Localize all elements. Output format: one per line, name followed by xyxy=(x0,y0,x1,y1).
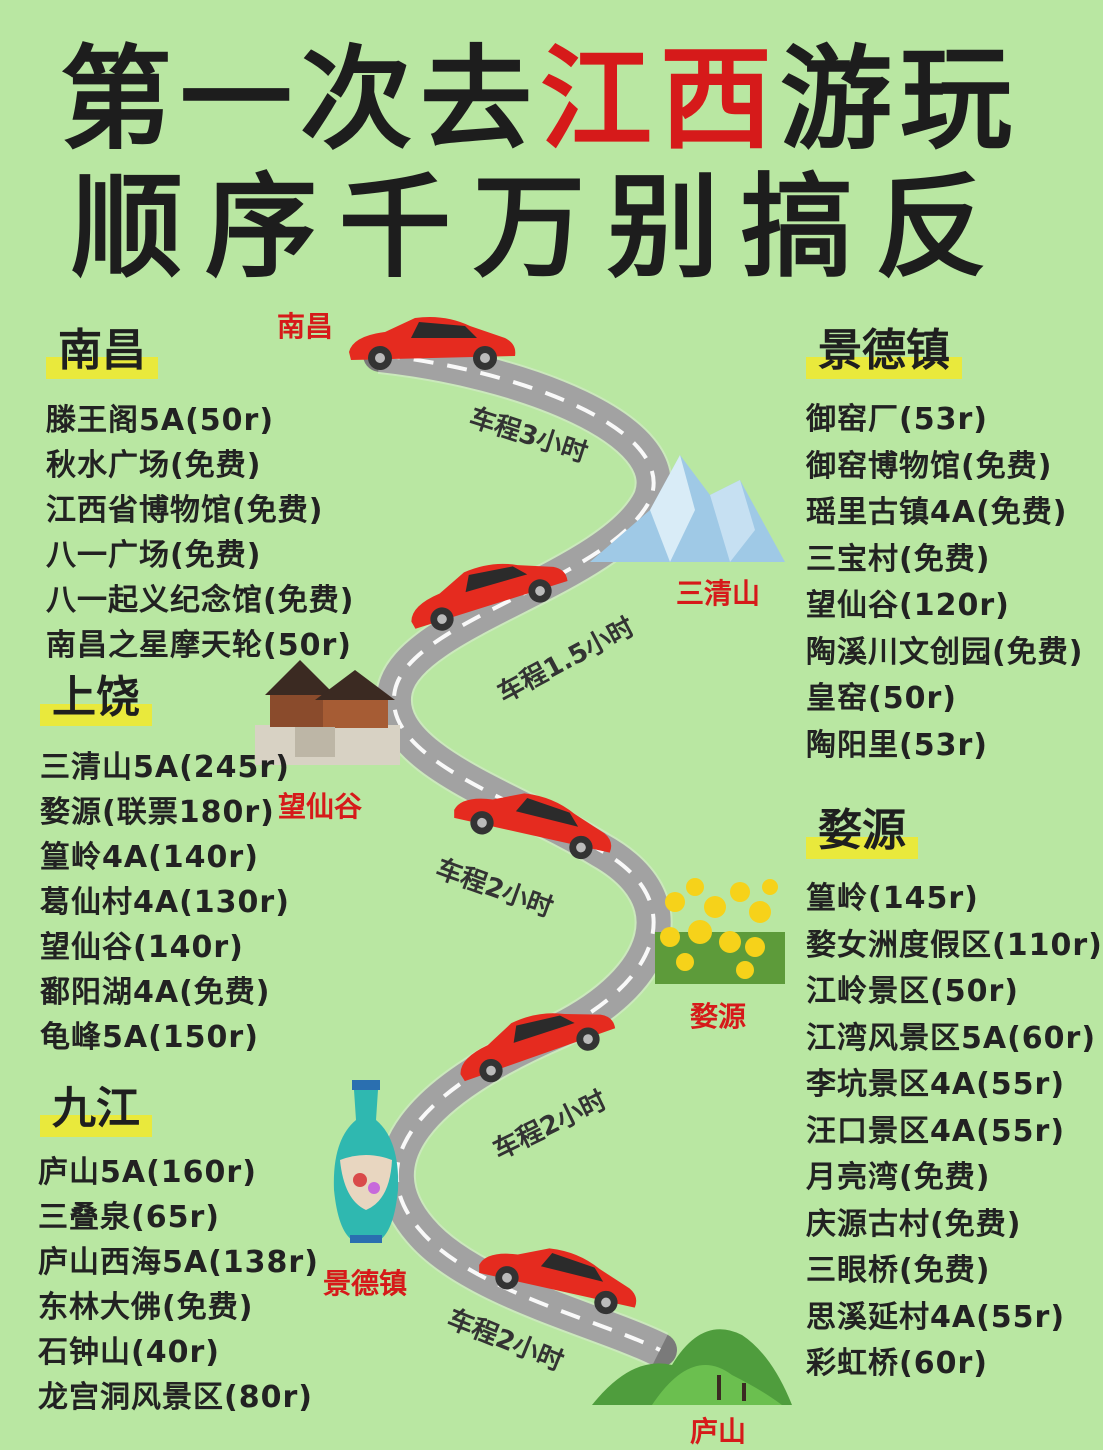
list-item: 葛仙村4A(130r) xyxy=(40,885,290,920)
list-item: 御窑厂(53r) xyxy=(806,402,988,437)
list-item: 思溪延村4A(55r) xyxy=(806,1299,1066,1335)
red-car-icon xyxy=(460,1013,616,1083)
red-car-icon xyxy=(454,793,612,860)
list-item: 三叠泉(65r) xyxy=(38,1200,220,1235)
list-item: 江西省博物馆(免费) xyxy=(46,493,324,528)
list-item: 龙宫洞风景区(80r) xyxy=(38,1380,313,1415)
section-heading-text: 南昌 xyxy=(58,325,146,376)
section-heading-text: 九江 xyxy=(52,1083,140,1134)
list-item: 石钟山(40r) xyxy=(38,1335,220,1370)
list-item: 彩虹桥(60r) xyxy=(806,1346,988,1381)
attraction-list-nanchang: 滕王阁5A(50r) 秋水广场(免费) 江西省博物馆(免费) 八一广场(免费) … xyxy=(46,398,354,668)
stop-label-jingdezhen: 景德镇 xyxy=(323,1267,408,1300)
list-item: 三清山5A(245r) xyxy=(40,750,290,785)
list-item: 八一广场(免费) xyxy=(46,538,262,573)
list-item: 庐山5A(160r) xyxy=(38,1155,257,1190)
red-car-icon xyxy=(349,317,516,370)
porcelain-vase-icon xyxy=(333,1080,399,1243)
list-item: 八一起义纪念馆(免费) xyxy=(46,583,355,618)
list-item: 皇窑(50r) xyxy=(806,681,957,716)
section-heading-text: 婺源 xyxy=(818,805,906,856)
list-item: 龟峰5A(150r) xyxy=(40,1020,259,1055)
stop-label-sanqingshan: 三清山 xyxy=(676,577,761,610)
green-hill-icon xyxy=(592,1329,792,1405)
list-item: 滕王阁5A(50r) xyxy=(46,403,275,438)
list-item: 三眼桥(免费) xyxy=(806,1253,991,1288)
stop-label-wuyuan: 婺源 xyxy=(690,1000,747,1033)
stop-label-lushan: 庐山 xyxy=(690,1415,747,1448)
stop-label-wangxiangu: 望仙谷 xyxy=(278,790,363,823)
section-heading-text: 景德镇 xyxy=(818,325,950,376)
title-text-post: 游玩 xyxy=(780,35,1020,165)
list-item: 东林大佛(免费) xyxy=(38,1290,254,1325)
rapeseed-flower-icon xyxy=(655,878,785,984)
list-item: 庆源古村(免费) xyxy=(806,1206,1022,1242)
list-item: 秋水广场(免费) xyxy=(46,448,262,483)
list-item: 江湾风景区5A(60r) xyxy=(806,1020,1097,1056)
title-text-pre: 第一次去 xyxy=(60,35,540,165)
list-item: 望仙谷(120r) xyxy=(806,588,1010,623)
list-item: 篁岭(145r) xyxy=(806,881,979,916)
page-title-line1: 第一次去江西游玩 xyxy=(0,40,1080,160)
section-heading-jiujiang: 九江 xyxy=(40,1083,152,1137)
wooden-house-icon xyxy=(255,660,400,765)
mountain-icon xyxy=(590,455,785,562)
list-item: 李坑景区4A(55r) xyxy=(806,1067,1066,1102)
section-heading-jingdezhen: 景德镇 xyxy=(806,325,962,379)
list-item: 庐山西海5A(138r) xyxy=(38,1245,319,1280)
attraction-list-jiujiang: 庐山5A(160r) 三叠泉(65r) 庐山西海5A(138r) 东林大佛(免费… xyxy=(38,1150,319,1420)
list-item: 南昌之星摩天轮(50r) xyxy=(46,628,352,663)
attraction-list-shangrao: 三清山5A(245r) 婺源(联票180r) 篁岭4A(140r) 葛仙村4A(… xyxy=(40,745,290,1060)
list-item: 篁岭4A(140r) xyxy=(40,840,259,875)
list-item: 陶阳里(53r) xyxy=(806,727,988,763)
list-item: 陶溪川文创园(免费) xyxy=(806,634,1084,670)
list-item: 婺源(联票180r) xyxy=(40,795,275,830)
stop-label-nanchang: 南昌 xyxy=(277,310,334,343)
red-car-icon xyxy=(479,1248,637,1315)
list-item: 汪口景区4A(55r) xyxy=(806,1113,1066,1149)
section-heading-shangrao: 上饶 xyxy=(40,672,152,726)
section-heading-text: 上饶 xyxy=(52,672,140,723)
list-item: 瑶里古镇4A(免费) xyxy=(806,495,1068,530)
list-item: 江岭景区(50r) xyxy=(806,974,1019,1009)
title-highlight: 江西 xyxy=(540,35,780,165)
list-item: 婺女洲度假区(110r) xyxy=(806,927,1103,963)
list-item: 望仙谷(140r) xyxy=(40,930,244,965)
attraction-list-wuyuan: 篁岭(145r) 婺女洲度假区(110r) 江岭景区(50r) 江湾风景区5A(… xyxy=(806,876,1103,1388)
page-title-line2: 顺序千万别搞反 xyxy=(71,163,1009,293)
list-item: 三宝村(免费) xyxy=(806,541,991,577)
section-heading-nanchang: 南昌 xyxy=(46,325,158,379)
red-car-icon xyxy=(411,563,568,631)
list-item: 月亮湾(免费) xyxy=(806,1160,991,1195)
section-heading-wuyuan: 婺源 xyxy=(806,805,918,859)
attraction-list-jingdezhen: 御窑厂(53r) 御窑博物馆(免费) 瑶里古镇4A(免费) 三宝村(免费) 望仙… xyxy=(806,397,1083,769)
list-item: 御窑博物馆(免费) xyxy=(806,448,1053,484)
list-item: 鄱阳湖4A(免费) xyxy=(40,975,271,1010)
